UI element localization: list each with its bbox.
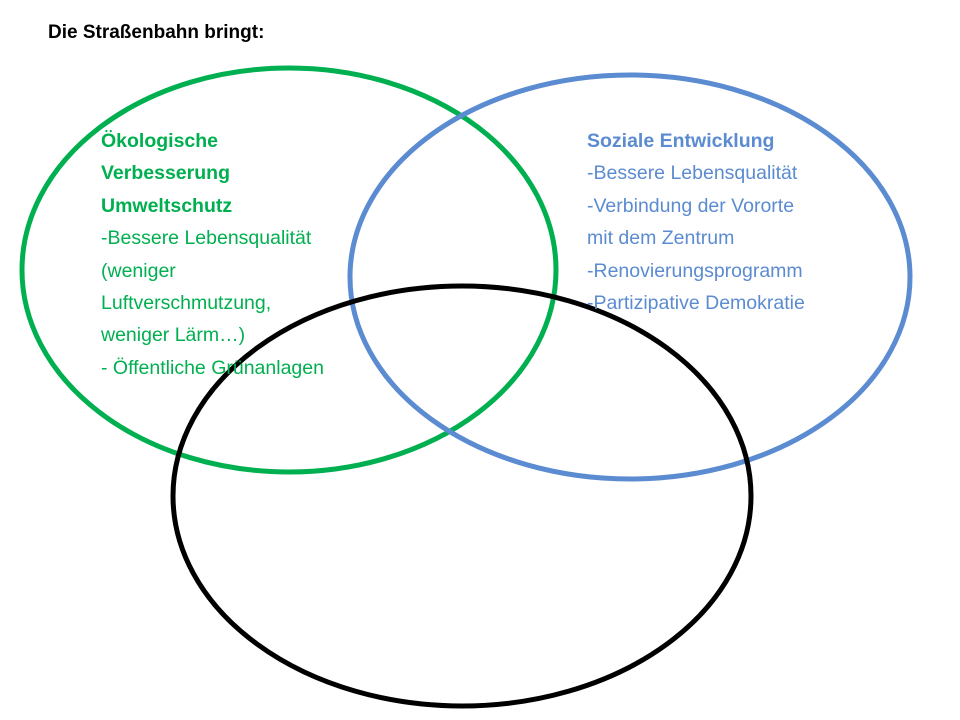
ecology-text-block: Ökologische Verbesserung Umweltschutz -B… <box>101 125 324 384</box>
ecology-item-line: - Öffentliche Grünanlagen <box>101 356 324 379</box>
ecology-item-line: -Bessere Lebensqualität <box>101 227 312 250</box>
diagram-title: Die Straßenbahn bringt: <box>48 22 265 43</box>
ecology-item-line: (weniger <box>101 259 176 282</box>
social-item-line: mit dem Zentrum <box>587 227 735 250</box>
ecology-circle <box>19 65 559 475</box>
social-circle <box>347 72 913 482</box>
social-item-line: -Bessere Lebensqualität <box>587 162 798 185</box>
ecology-heading-line: Verbesserung <box>101 162 230 185</box>
social-item-line: -Verbindung der Vororte <box>587 194 795 217</box>
social-text-block: Soziale Entwicklung -Bessere Lebensquali… <box>587 125 805 319</box>
social-item-line: -Renovierungsprogramm <box>587 259 803 282</box>
ecology-heading-line: Umweltschutz <box>101 194 233 217</box>
ecology-item-line: weniger Lärm…) <box>101 324 246 347</box>
ecology-item-line: Luftverschmutzung, <box>101 292 272 315</box>
third-circle <box>170 283 754 709</box>
ecology-heading-line: Ökologische <box>101 130 219 152</box>
social-heading-line: Soziale Entwicklung <box>587 130 775 152</box>
social-item-line: -Partizipative Demokratie <box>587 292 805 315</box>
